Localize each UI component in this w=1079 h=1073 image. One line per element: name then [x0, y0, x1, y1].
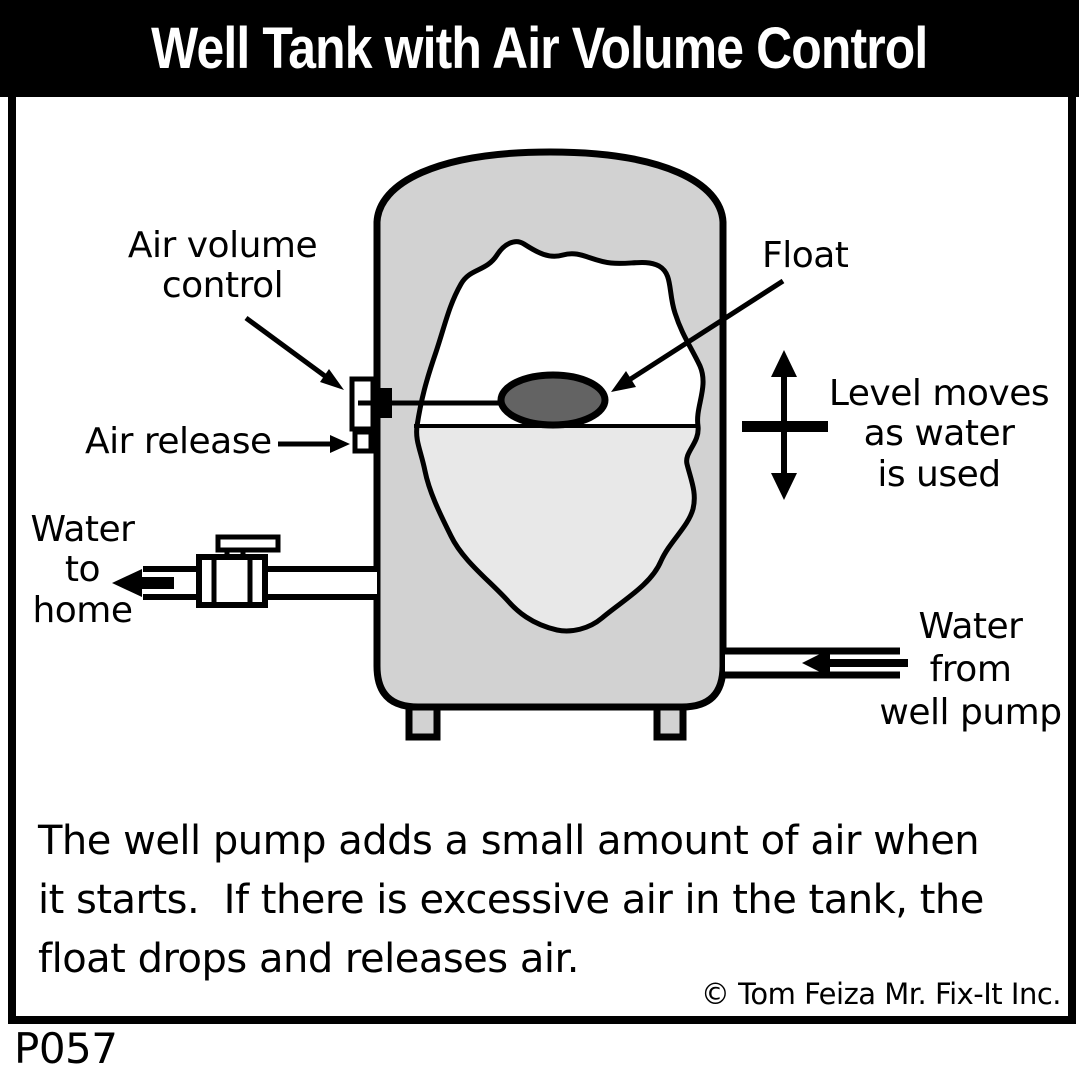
shutoff-valve: [196, 534, 281, 608]
label-air-release: Air release: [85, 421, 272, 462]
tank-leg-left: [405, 703, 441, 741]
frame-border-bottom: [8, 1016, 1076, 1024]
frame-border-right: [1068, 97, 1076, 1024]
label-float: Float: [762, 235, 849, 276]
air-volume-control-arrow-icon: [244, 315, 344, 390]
tank-leg-right: [653, 703, 687, 741]
credit-text: © Tom Feiza Mr. Fix-It Inc.: [700, 977, 1062, 1011]
float-arrow-icon: [611, 278, 785, 392]
label-water-from-well-pump: Water from well pump: [879, 606, 1062, 734]
air-release-arrow-icon: [278, 435, 350, 453]
valve-handle: [215, 534, 281, 553]
title-bar: Well Tank with Air Volume Control: [0, 0, 1079, 97]
page-title: Well Tank with Air Volume Control: [151, 16, 928, 81]
home-flow-arrow-icon: [112, 569, 174, 597]
air-release-fitting: [352, 429, 374, 454]
label-water-to-home: Water to home: [30, 509, 135, 631]
frame-border-left: [8, 97, 16, 1024]
figure-code: P057: [14, 1024, 118, 1073]
pump-flow-arrow-icon: [802, 649, 908, 677]
level-indicator-icon: [742, 350, 828, 500]
float-ellipse: [497, 371, 609, 429]
label-air-volume-control: Air volume control: [127, 225, 318, 307]
valve-body: [196, 554, 268, 608]
label-level-moves: Level moves as water is used: [828, 373, 1050, 495]
caption-text: The well pump adds a small amount of air…: [38, 818, 984, 983]
